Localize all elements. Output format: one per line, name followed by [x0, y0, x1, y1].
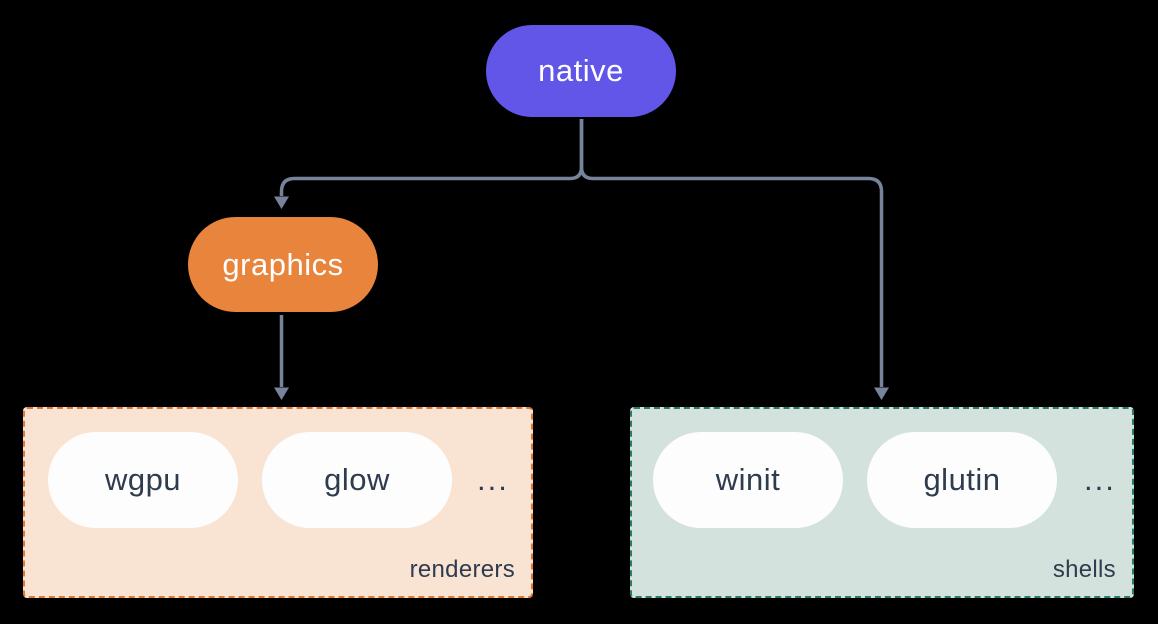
arrowhead-shells-icon: [874, 387, 889, 400]
group-renderers: wgpu glow ... renderers: [23, 407, 533, 598]
node-glutin: glutin: [867, 432, 1057, 528]
arrowhead-graphics-icon: [274, 196, 289, 209]
node-winit: winit: [653, 432, 843, 528]
node-native: native: [486, 25, 676, 117]
ellipsis-shells: ...: [1084, 462, 1116, 497]
group-label-shells: shells: [1052, 556, 1116, 583]
group-label-renderers: renderers: [409, 556, 515, 583]
edge-native-to-shells: [579, 119, 884, 387]
node-glow: glow: [262, 432, 452, 528]
ellipsis-renderers: ...: [477, 462, 509, 497]
arrowhead-renderers-icon: [274, 387, 289, 400]
edge-native-to-graphics: [279, 119, 584, 196]
node-wgpu: wgpu: [48, 432, 238, 528]
group-shells: winit glutin ... shells: [630, 407, 1134, 598]
node-graphics: graphics: [188, 217, 378, 312]
